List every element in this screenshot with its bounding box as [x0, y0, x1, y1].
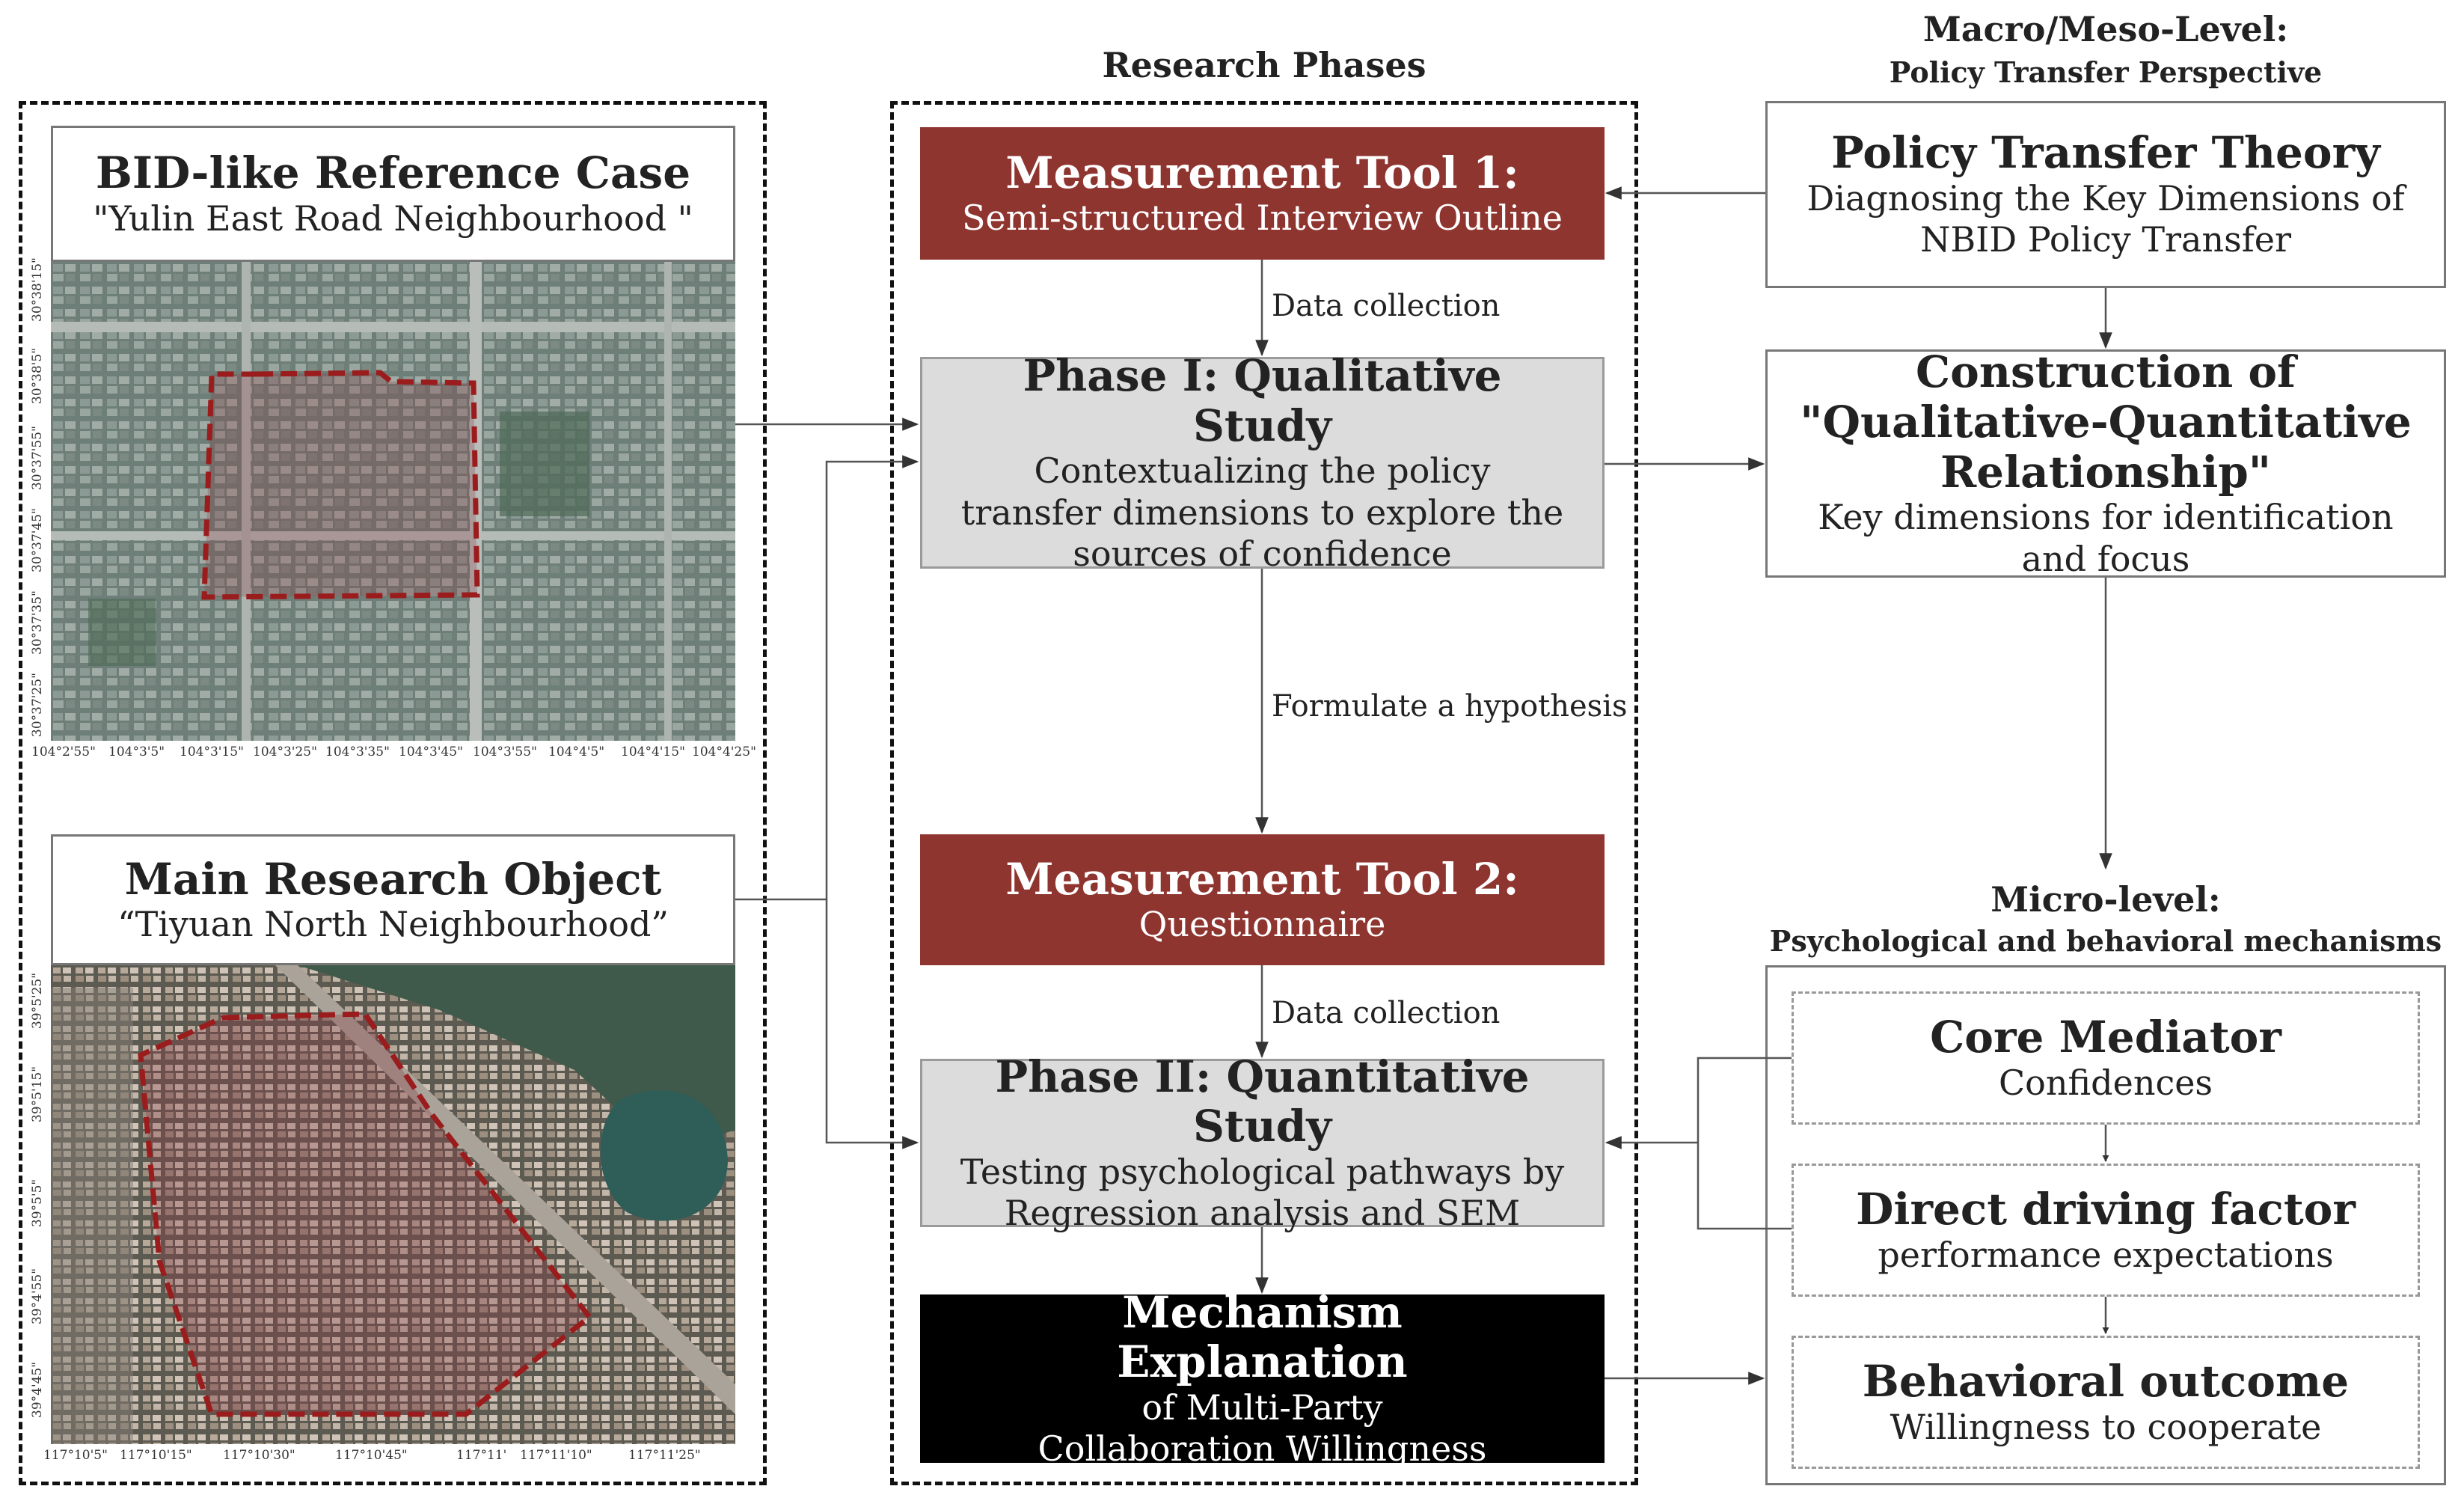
phase-2-subtitle: Testing psychological pathways by Regres…: [960, 1152, 1565, 1234]
research-phases-frame: [890, 101, 1638, 1485]
measurement-tool-2-box: Measurement Tool 2: Questionnaire: [920, 834, 1605, 965]
main-object-title: Main Research Object: [124, 853, 662, 905]
macro-level-subheading: Policy Transfer Perspective: [1889, 55, 2323, 89]
policy-transfer-theory-subtitle: Diagnosing the Key Dimensions of NBID Po…: [1806, 178, 2405, 260]
measurement-tool-1-title: Measurement Tool 1:: [1005, 147, 1519, 198]
main-object-name: “Tiyuan North Neighbourhood”: [117, 904, 669, 945]
arrow-mediators-to-phase2: [1697, 1057, 1792, 1230]
measurement-tool-1-box: Measurement Tool 1: Semi-structured Inte…: [920, 127, 1605, 260]
reference-case-lon-tick: 104°3'35": [325, 745, 390, 759]
reference-case-lon-tick: 104°3'45": [399, 745, 463, 759]
main-object-lon-tick: 117°10'30": [223, 1448, 295, 1463]
behavioral-outcome-box: Behavioral outcome Willingness to cooper…: [1792, 1336, 2420, 1469]
phase-2-box: Phase II: Quantitative Study Testing psy…: [920, 1051, 1605, 1233]
arrow-main-to-phase2: [825, 899, 919, 1149]
reference-case-satellite-map: [51, 262, 735, 741]
reference-case-lon-tick: 104°3'15": [180, 745, 244, 759]
reference-case-lon-tick: 104°4'25": [692, 745, 756, 759]
behavioral-outcome-title: Behavioral outcome: [1862, 1356, 2350, 1407]
reference-case-lon-tick: 104°4'5": [548, 745, 605, 759]
macro-level-heading: Macro/Meso-Level:: [1922, 9, 2289, 49]
measurement-tool-2-title: Measurement Tool 2:: [1005, 853, 1519, 905]
main-object-header: Main Research Object “Tiyuan North Neigh…: [51, 834, 735, 965]
reference-case-name: "Yulin East Road Neighbourhood ": [93, 198, 693, 239]
core-mediator-box: Core Mediator Confidences: [1792, 991, 2420, 1125]
mechanism-explanation-title: Mechanism Explanation: [1117, 1286, 1408, 1388]
main-object-boundary: [138, 1011, 593, 1417]
reference-case-lon-tick: 104°3'25": [253, 745, 317, 759]
reference-case-lon-tick: 104°3'55": [473, 745, 537, 759]
behavioral-outcome-subtitle: Willingness to cooperate: [1890, 1406, 2322, 1447]
reference-case-title: BID-like Reference Case: [95, 147, 691, 199]
core-mediator-title: Core Mediator: [1930, 1012, 2281, 1063]
measurement-tool-1-subtitle: Semi-structured Interview Outline: [962, 198, 1563, 239]
main-object-lon-tick: 117°11': [456, 1448, 507, 1463]
reference-case-lon-tick: 104°4'15": [621, 745, 685, 759]
core-mediator-subtitle: Confidences: [1998, 1062, 2213, 1103]
phase-1-title: Phase I: Qualitative Study: [1023, 350, 1502, 451]
phase-1-box: Phase I: Qualitative Study Contextualizi…: [920, 351, 1605, 574]
mechanism-explanation-subtitle: of Multi-Party Collaboration Willingness: [1038, 1387, 1487, 1470]
reference-case-header: BID-like Reference Case "Yulin East Road…: [51, 126, 735, 262]
measurement-tool-2-subtitle: Questionnaire: [1138, 904, 1386, 945]
data-collection-label-2: Data collection: [1272, 995, 1501, 1031]
reference-case-lon-tick: 104°2'55": [31, 745, 96, 759]
main-object-lon-tick: 117°10'15": [120, 1448, 192, 1463]
data-collection-label-1: Data collection: [1272, 288, 1501, 324]
phase-2-title: Phase II: Quantitative Study: [995, 1051, 1530, 1152]
reference-case-boundary: [201, 370, 480, 600]
policy-transfer-theory-title: Policy Transfer Theory: [1831, 127, 2380, 179]
micro-level-heading: Micro-level:: [1990, 879, 2221, 920]
research-phases-heading: Research Phases: [1102, 45, 1426, 85]
construction-relationship-title: Construction of "Qualitative-Quantitativ…: [1800, 346, 2412, 498]
policy-transfer-theory-box: Policy Transfer Theory Diagnosing the Ke…: [1765, 101, 2446, 288]
phase-1-subtitle: Contextualizing the policy transfer dime…: [960, 450, 1564, 574]
main-object-lon-tick: 117°10'5": [43, 1448, 108, 1463]
main-object-lon-tick: 117°11'10": [520, 1448, 592, 1463]
study-area-frame: [19, 101, 767, 1485]
reference-case-lon-tick: 104°3'5": [108, 745, 165, 759]
direct-driving-factor-box: Direct driving factor performance expect…: [1792, 1164, 2420, 1297]
hypothesis-label: Formulate a hypothesis: [1272, 688, 1628, 724]
direct-driving-factor-title: Direct driving factor: [1856, 1184, 2356, 1235]
construction-relationship-subtitle: Key dimensions for identification and fo…: [1818, 497, 2394, 579]
micro-level-subheading: Psychological and behavioral mechanisms: [1769, 924, 2442, 958]
main-object-lon-tick: 117°10'45": [335, 1448, 408, 1463]
mechanism-explanation-box: Mechanism Explanation of Multi-Party Col…: [920, 1287, 1605, 1469]
arrow-main-to-phase1: [735, 455, 919, 901]
direct-driving-factor-subtitle: performance expectations: [1878, 1234, 2334, 1275]
construction-relationship-box: Construction of "Qualitative-Quantitativ…: [1765, 346, 2446, 579]
main-object-lon-tick: 117°11'25": [628, 1448, 701, 1463]
main-object-satellite-map: [51, 965, 735, 1444]
